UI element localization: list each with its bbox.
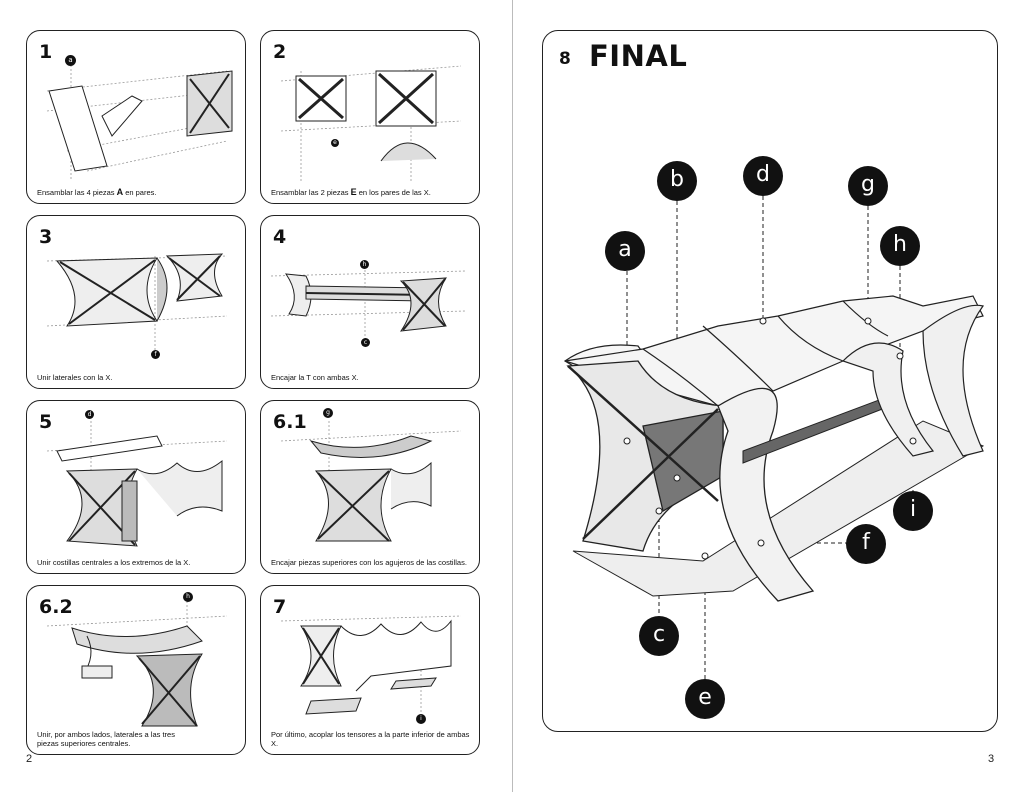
step-6-2-panel: 6.2 h Unir, por ambos lados, laterales a… [26,585,246,755]
final-step-panel: 8 FINAL a b c d e f g h i [542,30,998,732]
step-number: 4 [273,226,287,248]
final-step-number: 8 [559,49,571,69]
final-assembly-illustration [563,196,985,681]
step-number: 6.1 [273,411,307,433]
step-5-panel: 5 d Unir costillas centrales a los extre… [26,400,246,574]
step-number: 7 [273,596,287,618]
step-1-illustration [46,61,233,181]
callout-a: a [605,231,645,271]
marker-g: g [323,408,333,418]
callout-f: f [846,524,886,564]
step-caption: Ensamblar las 4 piezas A en pares. [37,187,157,198]
step-number: 1 [39,41,53,63]
step-4-panel: 4 h c Encajar la T con ambas X. [260,215,480,389]
step-caption: Unir laterales con la X. [37,373,113,382]
marker-h: h [360,260,369,269]
callout-c: c [639,616,679,656]
step-7-illustration [280,615,462,716]
page-number-left: 2 [26,753,33,765]
marker-i: i [416,714,426,724]
step-2-panel: 2 e Ensamblar las 2 piezas E en los pare… [260,30,480,204]
page-number-right: 3 [988,753,995,765]
step-number: 3 [39,226,53,248]
step-caption: Encajar la T con ambas X. [271,373,359,382]
step-2-illustration [280,65,462,181]
step-1-panel: 1 a Ensamblar las 4 piezas A en pares. [26,30,246,204]
step-6-2-illustration [46,601,228,727]
step-caption: Ensamblar las 2 piezas E en los pares de… [271,187,431,198]
marker-e: e [331,139,339,147]
final-title: FINAL [589,39,688,73]
step-caption: Encajar piezas superiores con los agujer… [271,558,467,567]
step-4-illustration [270,266,467,341]
step-caption: Por último, acoplar los tensores a la pa… [271,730,470,748]
callout-h: h [880,226,920,266]
marker-f: f [151,350,160,359]
step-7-panel: 7 i Por último, acoplar los tensores a l… [260,585,480,755]
callout-e: e [685,679,725,719]
marker-c: c [361,338,370,347]
marker-a: a [65,55,76,66]
callout-i: i [893,491,933,531]
step-6-1-panel: 6.1 g Encajar piezas superiores con los … [260,400,480,574]
step-number: 2 [273,41,287,63]
step-3-illustration [46,253,228,356]
callout-b: b [657,161,697,201]
marker-d: d [85,410,94,419]
callout-d: d [743,156,783,196]
page-spine [512,0,513,792]
marker-h: h [183,592,193,602]
step-number: 5 [39,411,53,433]
step-3-panel: 3 f Unir laterales con la X. [26,215,246,389]
step-caption: Unir, por ambos lados, laterales a las t… [37,730,175,748]
step-caption: Unir costillas centrales a los extremos … [37,558,191,567]
step-number: 6.2 [39,596,73,618]
callout-g: g [848,166,888,206]
step-5-illustration [46,421,228,547]
step-6-1-illustration [280,421,462,542]
